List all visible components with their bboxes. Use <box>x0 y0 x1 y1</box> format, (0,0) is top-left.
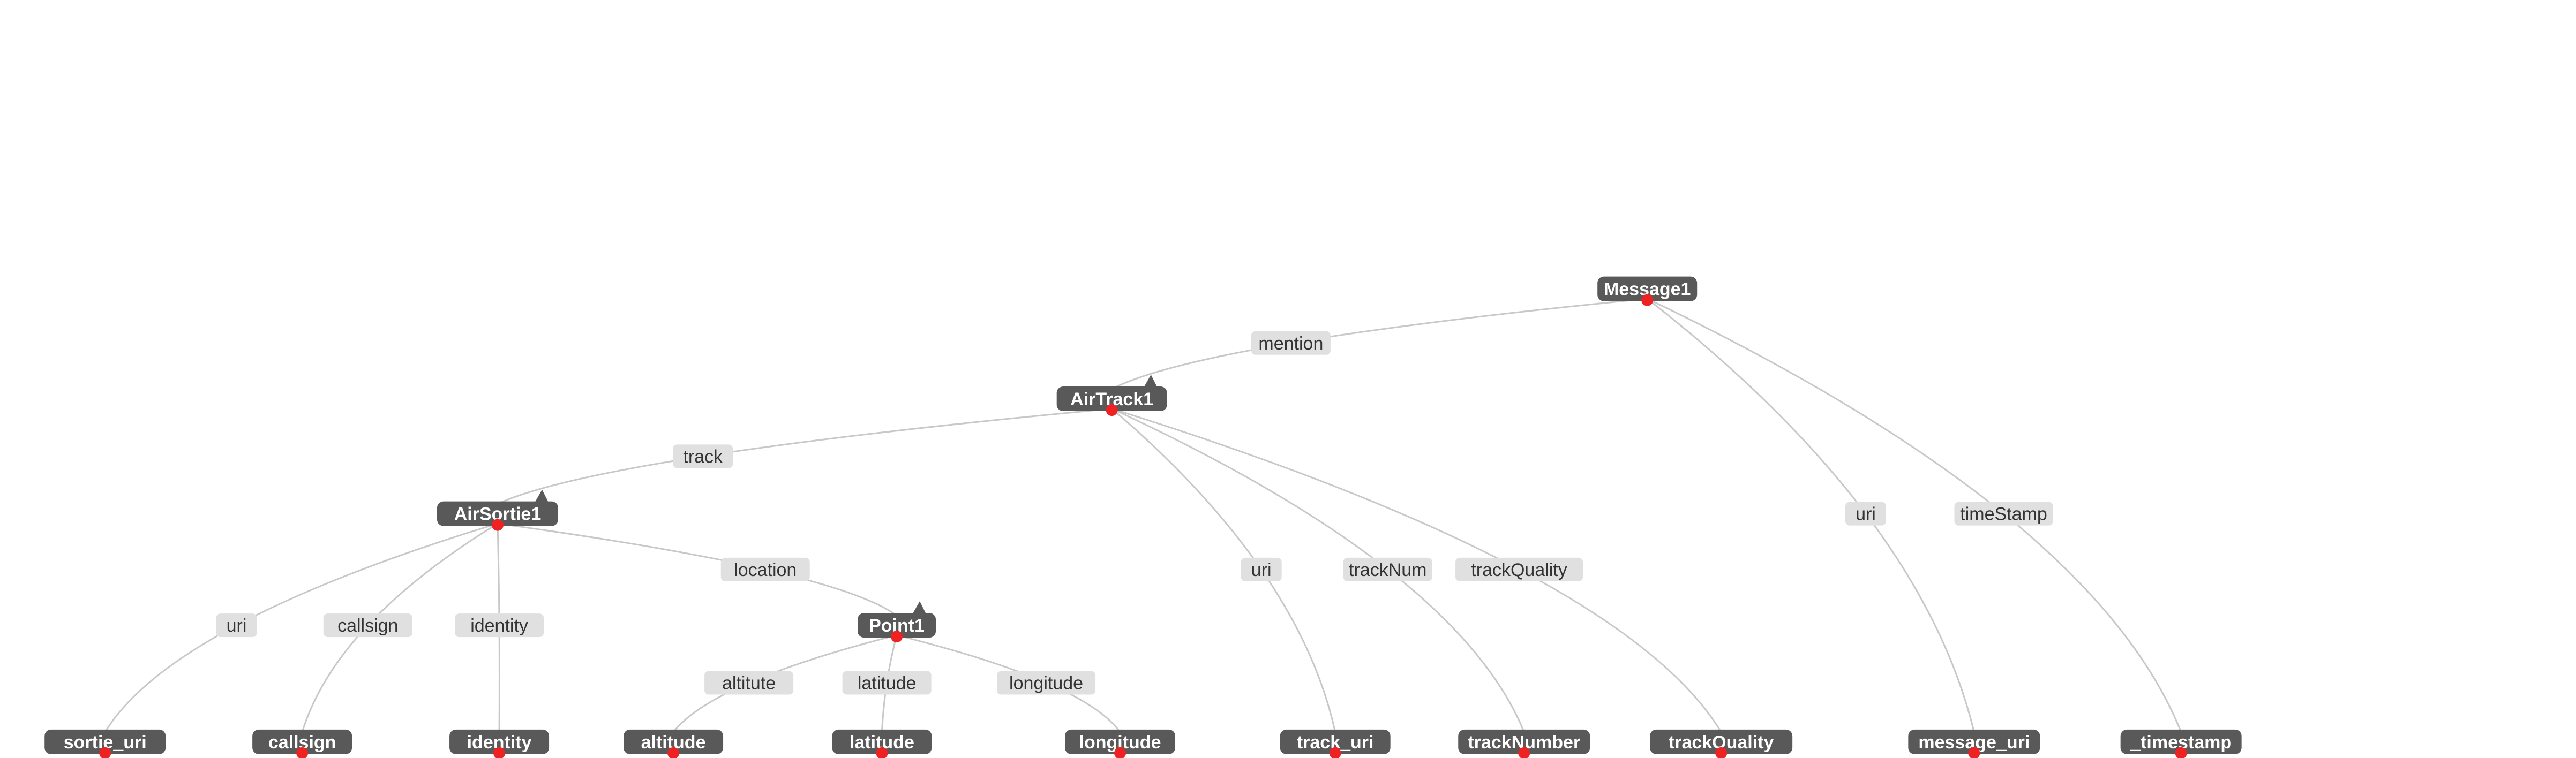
edge-label-text: uri <box>227 616 247 636</box>
edge-label-text: callsign <box>337 616 398 636</box>
node-box <box>437 501 558 526</box>
arrowhead-icon <box>533 489 550 505</box>
edge-label-message1-timestamp: timeStamp <box>1954 502 2053 526</box>
edge-label-bg <box>1251 331 1331 355</box>
edge-label-bg <box>842 671 932 695</box>
edge-label-bg <box>673 444 733 468</box>
anchor-dot-icon[interactable] <box>1715 747 1728 758</box>
edge-label-bg <box>455 613 544 638</box>
node-airtrack1[interactable]: AirTrack1 <box>1056 375 1167 416</box>
edge-label-bg <box>1241 557 1282 581</box>
node-airsortie1[interactable]: AirSortie1 <box>437 489 558 531</box>
node-box <box>1280 729 1391 754</box>
anchor-dot-icon[interactable] <box>667 747 680 758</box>
edge-label-text: timeStamp <box>1960 504 2047 525</box>
node-trackquality[interactable]: trackQuality <box>1650 729 1793 758</box>
node-latitude[interactable]: latitude <box>832 729 932 758</box>
node-box <box>1650 729 1793 754</box>
edge-label-airsortie1-uri: uri <box>216 613 257 638</box>
edge-label-point1-altitute: altitute <box>704 671 794 695</box>
node-box <box>624 729 724 754</box>
edge-label-bg <box>1455 557 1583 581</box>
edge-label-airsortie1-location: location <box>720 557 810 581</box>
node-longitude[interactable]: longitude <box>1065 729 1176 758</box>
edge-label-text: trackNum <box>1349 560 1426 580</box>
node-message1[interactable]: Message1 <box>1597 276 1698 306</box>
node-box <box>2120 729 2242 754</box>
anchor-dot-icon[interactable] <box>99 747 111 758</box>
edge-label-bg <box>997 671 1096 695</box>
edge-label-bg <box>323 613 412 638</box>
edge-label-text: trackQuality <box>1471 560 1567 580</box>
anchor-dot-icon[interactable] <box>1329 747 1341 758</box>
edge-label-text: identity <box>470 616 528 636</box>
edge-label-text: mention <box>1258 333 1323 354</box>
node-box <box>1065 729 1176 754</box>
node-point1[interactable]: Point1 <box>858 601 936 643</box>
edge-label-airtrack1-track: track <box>673 444 733 468</box>
anchor-dot-icon[interactable] <box>491 519 504 531</box>
edge-message1-to-timestamp <box>1647 298 2182 732</box>
anchor-dot-icon[interactable] <box>1968 747 1980 758</box>
edge-airsortie1-to-point1 <box>497 522 897 616</box>
edge-airtrack1-to-track-uri <box>1111 408 1336 732</box>
anchor-dot-icon[interactable] <box>493 747 506 758</box>
anchor-dot-icon[interactable] <box>1114 747 1126 758</box>
anchor-dot-icon[interactable] <box>1106 404 1118 416</box>
anchor-dot-icon[interactable] <box>2175 747 2187 758</box>
anchor-dot-icon[interactable] <box>876 747 888 758</box>
edge-label-airtrack1-trackquality: trackQuality <box>1455 557 1583 581</box>
anchor-dot-icon[interactable] <box>1518 747 1530 758</box>
edge-airsortie1-to-sortie-uri <box>104 522 498 733</box>
edge-label-bg <box>1343 557 1432 581</box>
node-box <box>1597 276 1698 301</box>
edge-label-airsortie1-callsign: callsign <box>323 613 412 638</box>
node-box <box>449 729 550 754</box>
edge-label-message1-mention: mention <box>1251 331 1331 355</box>
edge-label-text: altitute <box>722 673 776 693</box>
node-track-uri[interactable]: track_uri <box>1280 729 1391 758</box>
edge-label-point1-latitude: latitude <box>842 671 932 695</box>
node-box <box>858 613 936 638</box>
node-box <box>1056 386 1167 412</box>
node-sortie-uri[interactable]: sortie_uri <box>44 729 166 758</box>
node-box <box>44 729 166 754</box>
node-message-uri[interactable]: message_uri <box>1908 729 2040 758</box>
edge-label-text: location <box>734 560 797 580</box>
edge-label-bg <box>1954 502 2053 526</box>
node-box <box>252 729 352 754</box>
node-box <box>1458 729 1590 754</box>
edge-label-text: longitude <box>1009 673 1083 693</box>
node-identity[interactable]: identity <box>449 729 550 758</box>
edge-label-airsortie1-identity: identity <box>455 613 544 638</box>
edge-label-bg <box>1845 502 1886 526</box>
node-box <box>832 729 932 754</box>
edge-label-airtrack1-tracknum: trackNum <box>1343 557 1432 581</box>
node-callsign[interactable]: callsign <box>252 729 352 758</box>
node-box <box>1908 729 2040 754</box>
edge-label-bg <box>216 613 257 638</box>
edge-label-bg <box>720 557 810 581</box>
node-altitude[interactable]: altitude <box>624 729 724 758</box>
edge-label-text: uri <box>1856 504 1876 525</box>
edge-airtrack1-to-airsortie1 <box>497 407 1112 505</box>
edge-label-bg <box>704 671 794 695</box>
node-timestamp[interactable]: _timestamp <box>2120 729 2242 758</box>
anchor-dot-icon[interactable] <box>891 631 903 643</box>
edge-label-point1-longitude: longitude <box>997 671 1096 695</box>
edge-message1-to-message-uri <box>1647 298 1975 732</box>
edge-label-text: uri <box>1251 560 1272 580</box>
edge-label-text: track <box>683 446 723 467</box>
anchor-dot-icon[interactable] <box>296 747 309 758</box>
arrowhead-icon <box>1142 375 1159 390</box>
arrowhead-icon <box>911 601 928 617</box>
node-tracknumber[interactable]: trackNumber <box>1458 729 1590 758</box>
edge-label-airtrack1-uri: uri <box>1241 557 1282 581</box>
anchor-dot-icon[interactable] <box>1641 294 1654 306</box>
edge-message1-to-airtrack1 <box>1111 298 1648 390</box>
edge-label-message1-uri: uri <box>1845 502 1886 526</box>
edge-label-text: latitude <box>858 673 917 693</box>
